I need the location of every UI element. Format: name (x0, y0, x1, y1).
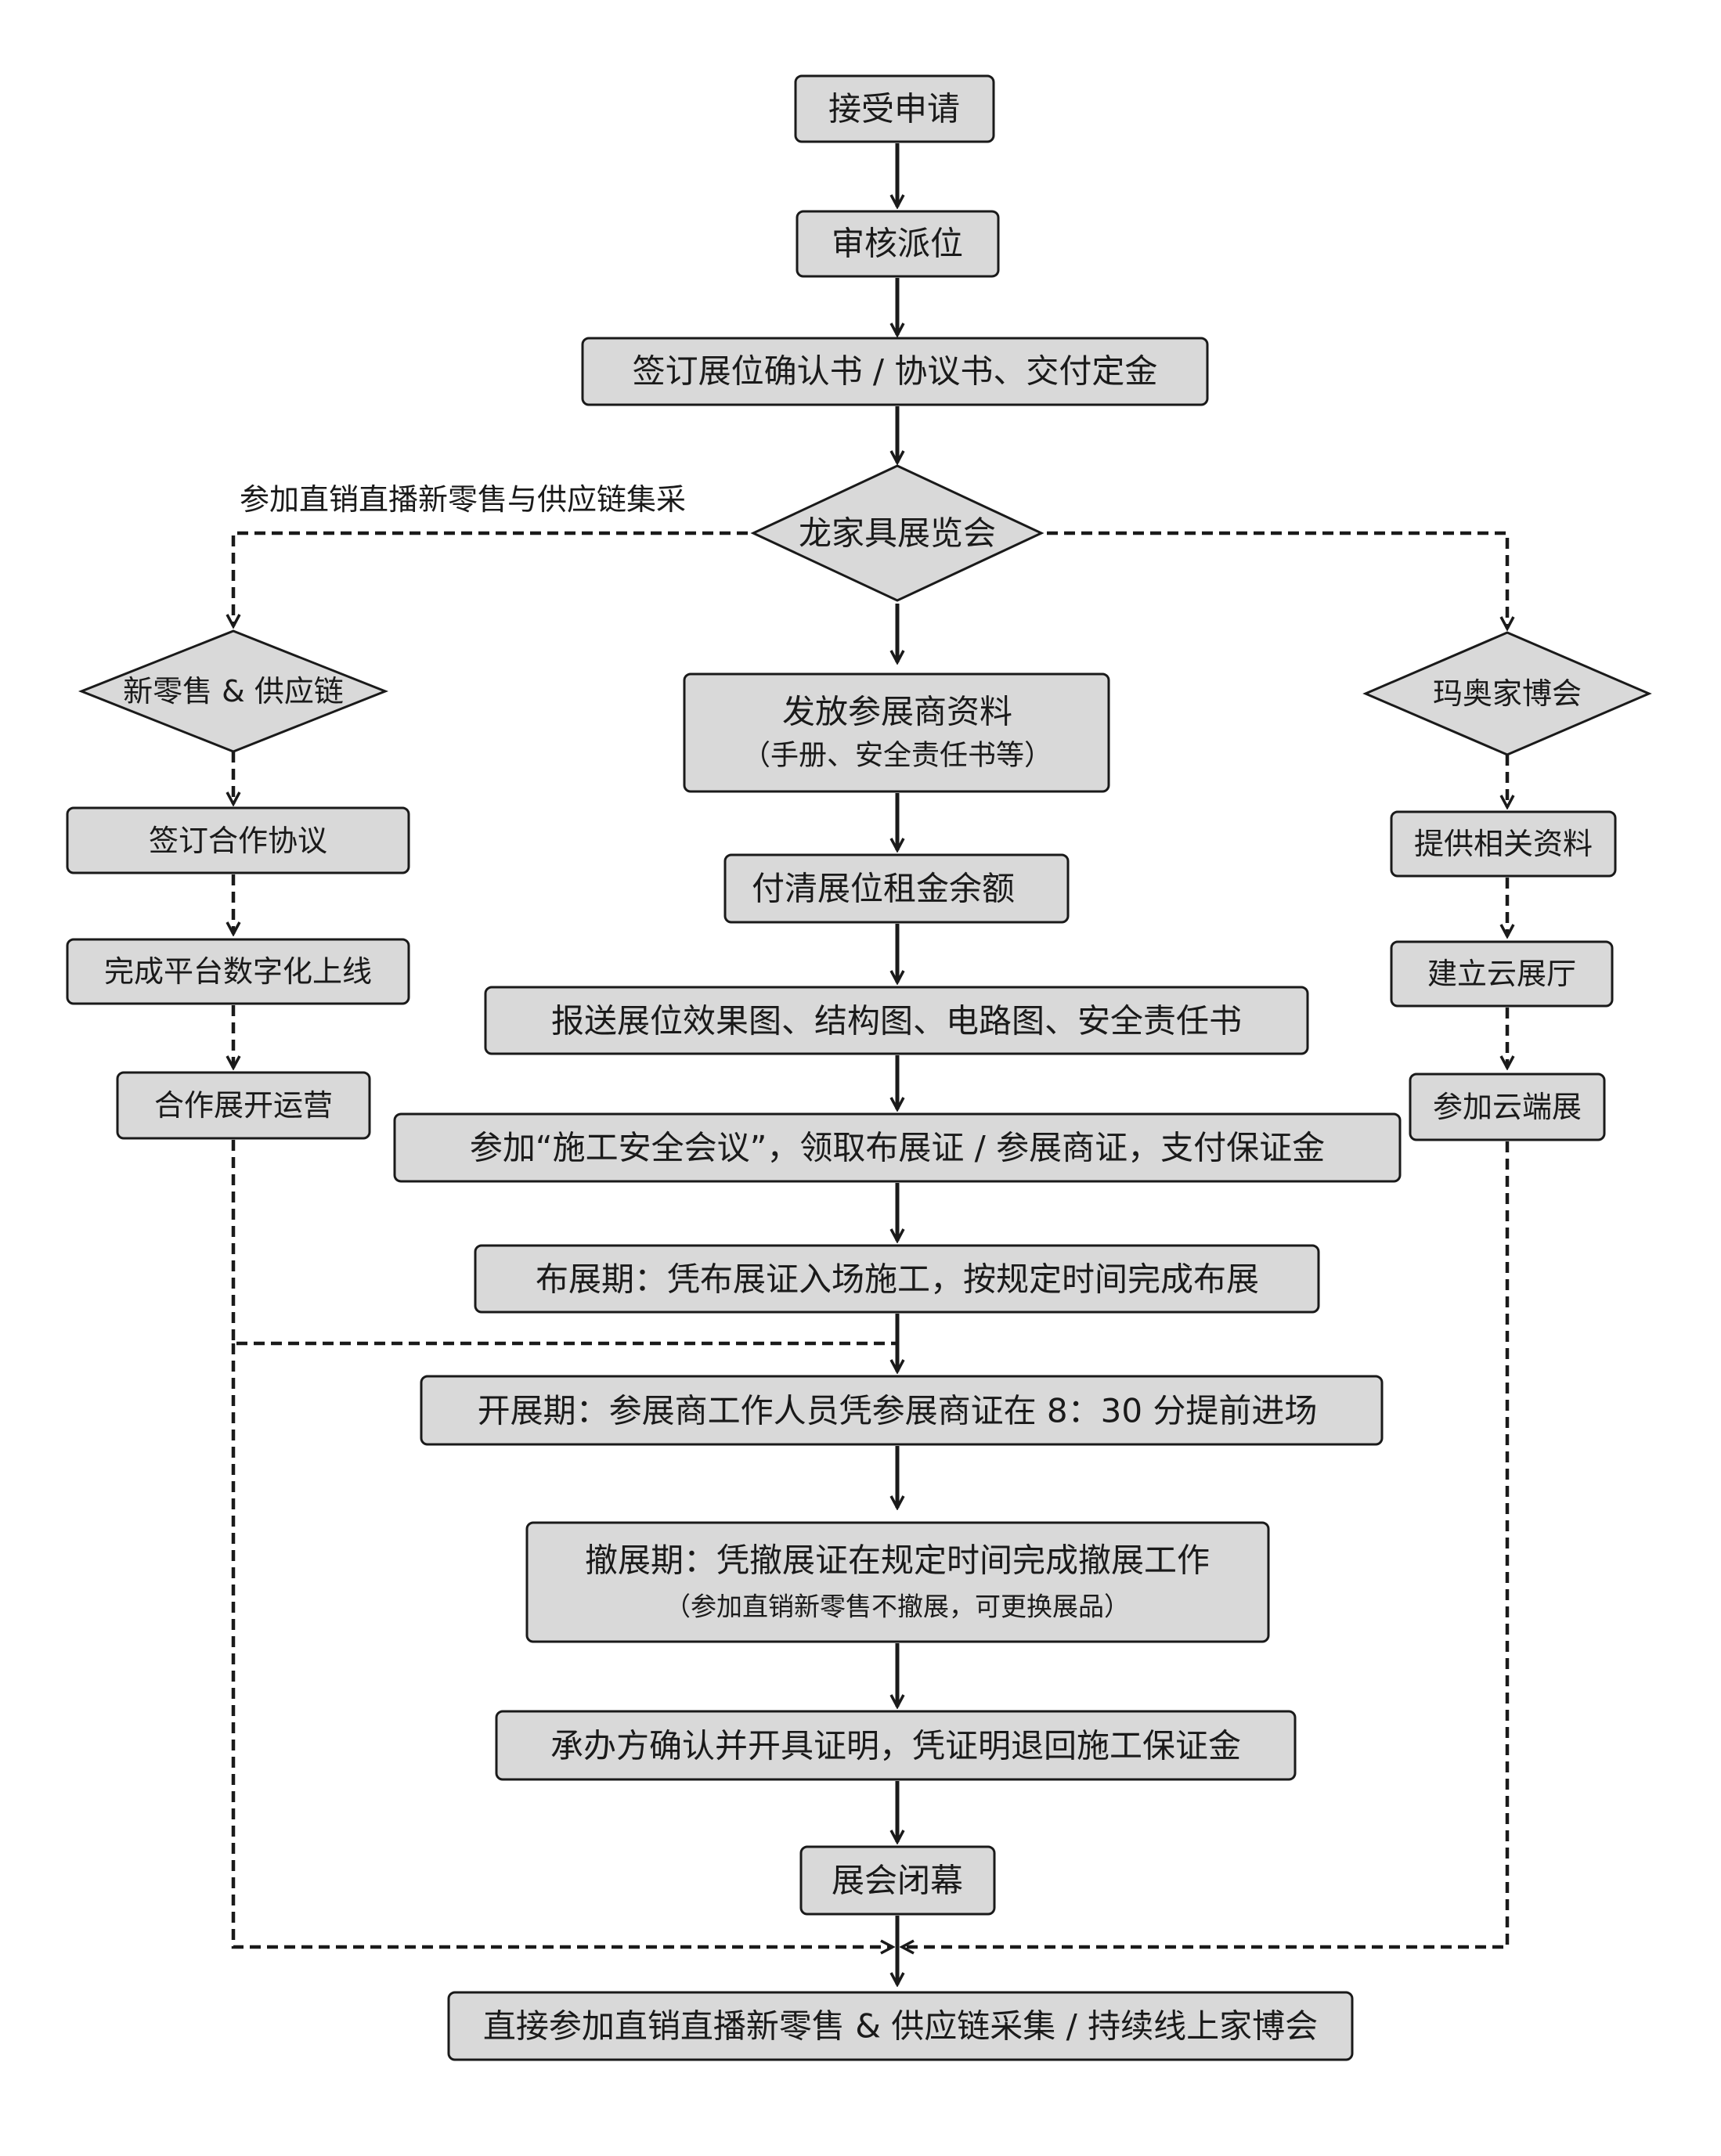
dashed-cooprun-to-open (231, 1140, 897, 1346)
node-submit: 报送展位效果图、结构图、电路图、安全责任书 (484, 986, 1309, 1055)
dashed-expo-to-maojia (1047, 531, 1507, 629)
node-meeting: 参加“施工安全会议”，领取布展证 / 参展商证，支付保证金 (393, 1112, 1402, 1183)
node-digital-label: 完成平台数字化上线 (104, 954, 372, 989)
left-branch-label: 参加直销直播新零售与供应链集采 (240, 482, 686, 517)
node-review: 审核派位 (796, 210, 1000, 278)
node-cloud-expo-label: 参加云端展 (1433, 1090, 1582, 1124)
connectors (233, 143, 1507, 1985)
node-setup: 布展期：凭布展证入场施工，按规定时间完成布展 (474, 1244, 1320, 1314)
node-close-label: 展会闭幕 (832, 1862, 963, 1900)
node-refund-label: 承办方确认并开具证明，凭证明退回施工保证金 (550, 1727, 1241, 1765)
node-final-label: 直接参加直销直播新零售 & 供应链采集 / 持续线上家博会 (483, 2007, 1318, 2046)
node-review-label: 审核派位 (832, 225, 963, 263)
node-sign-label: 签订展位确认书 / 协议书、交付定金 (633, 352, 1158, 391)
node-retail-label: 新零售 & 供应链 (123, 674, 344, 708)
node-digital: 完成平台数字化上线 (66, 938, 410, 1005)
node-sign-coop: 签订合作协议 (66, 806, 410, 874)
node-cloud-expo: 参加云端展 (1409, 1073, 1606, 1141)
node-setup-label: 布展期：凭布展证入场施工，按规定时间完成布展 (536, 1260, 1259, 1299)
node-provide-label: 提供相关资料 (1414, 827, 1593, 861)
node-expo-label: 龙家具展览会 (799, 514, 996, 553)
node-submit-label: 报送展位效果图、结构图、电路图、安全责任书 (551, 1002, 1242, 1040)
dashed-right-to-final (902, 1141, 1510, 1947)
node-open-label: 开展期：参展商工作人员凭参展商证在 8：30 分提前进场 (478, 1392, 1318, 1430)
node-maojia: 玛奥家博会 (1362, 631, 1652, 756)
node-refund: 承办方确认并开具证明，凭证明退回施工保证金 (495, 1710, 1297, 1781)
node-open: 开展期：参展商工作人员凭参展商证在 8：30 分提前进场 (420, 1375, 1384, 1446)
node-dismantle-label: 撤展期：凭撤展证在规定时间完成撤展工作 (585, 1541, 1210, 1580)
node-pay-rent-label: 付清展位租金余额 (752, 870, 1015, 908)
node-dismantle: 撤展期：凭撤展证在规定时间完成撤展工作 （参加直销新零售不撤展，可更换展品） (525, 1521, 1270, 1643)
node-provide: 提供相关资料 (1390, 810, 1617, 878)
node-cloud-hall-label: 建立云展厅 (1427, 957, 1576, 991)
node-cloud-hall: 建立云展厅 (1390, 940, 1614, 1008)
node-meeting-label: 参加“施工安全会议”，领取布展证 / 参展商证，支付保证金 (470, 1129, 1325, 1167)
node-pay-rent: 付清展位租金余额 (723, 853, 1070, 924)
node-retail: 新零售 & 供应链 (78, 629, 389, 753)
node-materials-sub: （手册、安全责任书等） (742, 740, 1052, 772)
node-coop-run-label: 合作展开运营 (154, 1088, 333, 1123)
node-sign-coop-label: 签订合作协议 (149, 824, 327, 858)
node-accept-label: 接受申请 (828, 90, 960, 128)
dashed-expo-to-retail (233, 531, 748, 626)
dashed-left-to-final (231, 1343, 893, 1947)
node-close: 展会闭幕 (799, 1845, 996, 1916)
node-sign: 签订展位确认书 / 协议书、交付定金 (581, 337, 1209, 406)
node-accept: 接受申请 (794, 74, 995, 143)
node-final: 直接参加直销直播新零售 & 供应链采集 / 持续线上家博会 (447, 1991, 1354, 2061)
node-maojia-label: 玛奥家博会 (1433, 676, 1582, 711)
node-materials-label: 发放参展商资料 (782, 693, 1012, 731)
node-coop-run: 合作展开运营 (116, 1071, 371, 1140)
node-expo: 龙家具展览会 (750, 464, 1045, 602)
node-materials: 发放参展商资料 （手册、安全责任书等） (683, 672, 1110, 793)
node-dismantle-sub: （参加直销新零售不撤展，可更换展品） (665, 1592, 1130, 1622)
